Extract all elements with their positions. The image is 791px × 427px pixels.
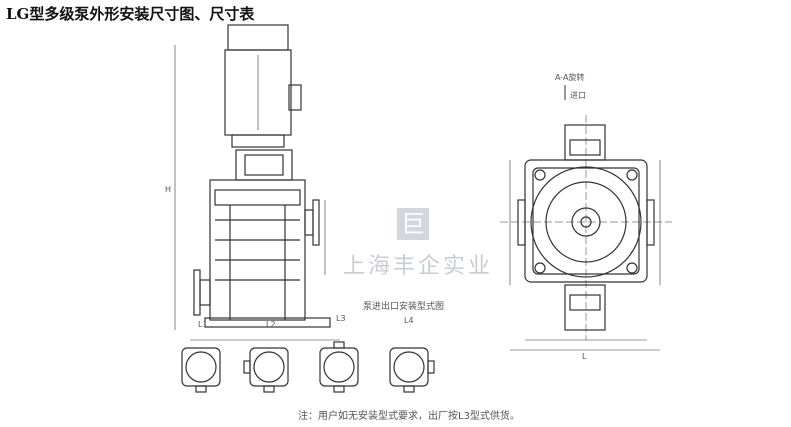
page-title: LG型多级泵外形安装尺寸图、尺寸表 — [6, 5, 255, 23]
watermark-logo: 巨 — [397, 208, 429, 240]
pump-elevation-view — [174, 24, 340, 341]
note-text: 注：用户如无安装型式要求，出厂按L3型式供货。 — [298, 411, 520, 422]
install-forms-caption: 泵进出口安装型式图 — [363, 302, 445, 312]
form-label-l2: L2 — [266, 320, 276, 329]
section-label: A-A旋转 — [555, 73, 585, 82]
form-label-l4: L4 — [404, 316, 414, 325]
form-l4 — [389, 347, 435, 393]
form-label-l3: L3 — [336, 314, 346, 323]
form-l1 — [181, 347, 221, 393]
form-l2 — [243, 347, 289, 393]
dim-l-label: L — [582, 352, 587, 361]
watermark-text: 上海丰企实业 — [343, 254, 494, 279]
install-form-icons — [181, 341, 435, 393]
pump-section-view — [500, 85, 672, 351]
inlet-label: 进口 — [570, 91, 586, 100]
form-label-l1: L1 — [198, 320, 208, 329]
dim-h-label: H — [165, 185, 172, 194]
form-l3 — [319, 341, 359, 393]
